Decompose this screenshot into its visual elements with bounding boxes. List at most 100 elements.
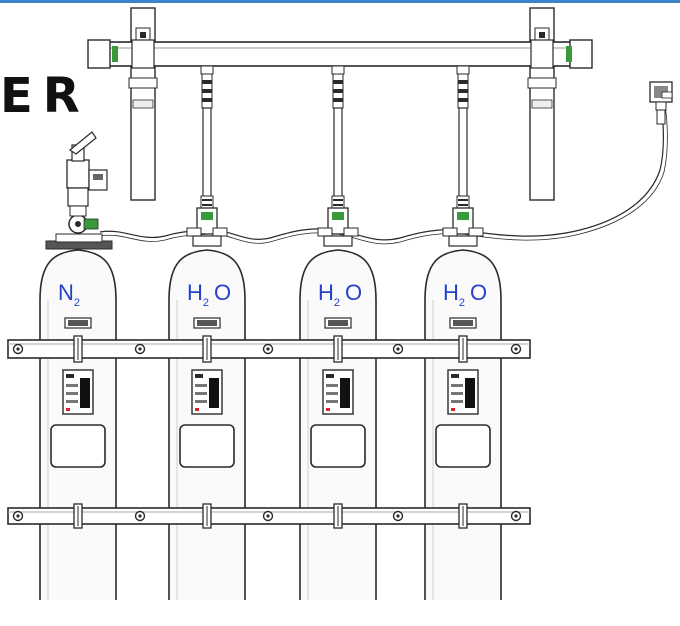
- pipe-fitting: [566, 46, 572, 62]
- hose-icon: [333, 107, 343, 201]
- bracket-band: [132, 99, 154, 109]
- coupling-ridge: [458, 89, 468, 93]
- bolt-center: [16, 514, 20, 518]
- tag-bar: [465, 378, 475, 408]
- hose-fitting: [200, 65, 214, 75]
- tag-line: [66, 374, 74, 378]
- hose-end-ridge: [202, 199, 212, 201]
- gas-subscript: 2: [203, 297, 209, 309]
- hose-end-ridge: [458, 204, 468, 206]
- signal-line: [99, 99, 664, 241]
- valve-side-port: [343, 227, 359, 237]
- gas-subscript: 2: [74, 297, 80, 309]
- coupling-ridge: [333, 98, 343, 102]
- hose-icon: [202, 107, 212, 201]
- frame-top-border: [0, 0, 680, 3]
- valve-green-indicator: [332, 212, 344, 220]
- pipe-fitting: [112, 46, 118, 62]
- tag-mark: [66, 408, 70, 411]
- valve-side-port: [442, 227, 458, 237]
- bolt-center: [396, 514, 400, 518]
- tag-mark: [451, 408, 455, 411]
- valve-green-indicator: [457, 212, 469, 220]
- pipe-clamp: [530, 39, 554, 69]
- valve-green-fitting: [83, 218, 99, 230]
- label-plate-text: [68, 320, 88, 326]
- hose-icon: [458, 107, 468, 201]
- tag-line: [326, 400, 338, 403]
- front-layer: [7, 131, 531, 529]
- tag-line: [326, 384, 338, 387]
- bolt-center: [514, 347, 518, 351]
- tag-mark: [195, 408, 199, 411]
- valve-collar: [323, 235, 353, 247]
- hose-end-ridge: [333, 199, 343, 201]
- tag-line: [451, 400, 463, 403]
- label-plate-text: [328, 320, 348, 326]
- cylinder-panel: [310, 424, 366, 468]
- brand-text: ER: [0, 68, 90, 124]
- gas-subscript: 2: [459, 297, 465, 309]
- valve-collar: [192, 235, 222, 247]
- tag-line: [326, 374, 334, 378]
- bolt-center: [138, 514, 142, 518]
- switch-neck: [655, 101, 667, 111]
- switch-port: [661, 91, 673, 99]
- regulator-stem: [69, 205, 87, 217]
- hose-end: [456, 195, 470, 209]
- gauge-center: [75, 221, 81, 227]
- valve-green-indicator: [201, 212, 213, 220]
- valve-side-port: [317, 227, 333, 237]
- bracket-band: [128, 77, 158, 89]
- hose-end-ridge: [333, 204, 343, 206]
- bolt-center: [138, 347, 142, 351]
- coupling-ridge: [458, 80, 468, 84]
- pipe-end-cap: [87, 39, 111, 69]
- bracket-band: [531, 99, 553, 109]
- tag-bar: [209, 378, 219, 408]
- cylinder-panel: [179, 424, 235, 468]
- bolt-center: [16, 347, 20, 351]
- gas-symbol: N: [58, 280, 74, 305]
- bolt-center: [514, 514, 518, 518]
- tag-line: [195, 392, 207, 395]
- cylinder-panel: [50, 424, 106, 468]
- gas-symbol-tail: O: [345, 280, 362, 305]
- bolt-center: [266, 347, 270, 351]
- cylinder-panel: [435, 424, 491, 468]
- bracket-band: [527, 77, 557, 89]
- valve-collar: [448, 235, 478, 247]
- tag-line: [451, 374, 459, 378]
- tag-line: [451, 392, 463, 395]
- gas-symbol: H: [318, 280, 334, 305]
- coupling-ridge: [333, 80, 343, 84]
- valve-collar: [55, 233, 103, 243]
- manifold-pipe-icon: [89, 41, 591, 67]
- coupling-ridge: [202, 80, 212, 84]
- bolt-center: [396, 347, 400, 351]
- coupling-ridge: [202, 98, 212, 102]
- hose-fitting: [331, 65, 345, 75]
- signal-line-outer: [99, 99, 668, 245]
- bolt-center: [266, 514, 270, 518]
- hose-fitting: [456, 65, 470, 75]
- regulator-valve-icon: [66, 159, 90, 189]
- cylinder-n2: N2: [39, 249, 117, 600]
- tag-line: [195, 374, 203, 378]
- tag-bar: [340, 378, 350, 408]
- bracket-screw: [539, 32, 545, 38]
- bracket-screw: [140, 32, 146, 38]
- coupling-ridge: [458, 98, 468, 102]
- hose-end: [331, 195, 345, 209]
- tag-line: [326, 392, 338, 395]
- pipe-end-cap: [569, 39, 593, 69]
- tag-line: [66, 400, 78, 403]
- tag-bar: [80, 378, 90, 408]
- hose-end-ridge: [202, 204, 212, 206]
